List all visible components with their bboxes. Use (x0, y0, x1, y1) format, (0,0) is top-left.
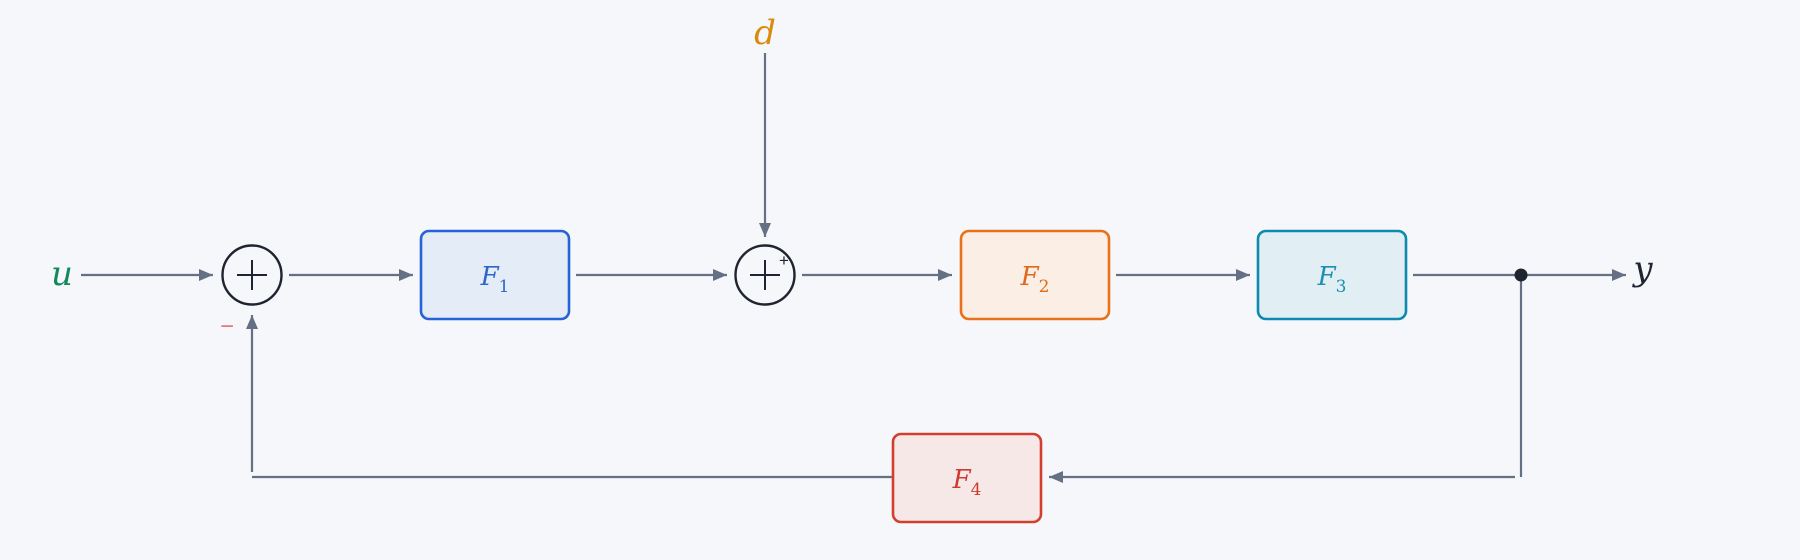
svg-text:F4: F4 (952, 465, 982, 500)
feedback-minus-sign: − (220, 313, 234, 340)
block-f3: F3 (1256, 229, 1408, 321)
block-f4: F4 (891, 432, 1043, 524)
input-signal-label: u (51, 254, 73, 294)
block-f4-letter: F (952, 465, 972, 495)
summing-junction-2 (734, 244, 796, 306)
block-f1: F1 (419, 229, 571, 321)
block-f2-letter: F (1020, 262, 1040, 292)
svg-text:F3: F3 (1317, 262, 1347, 297)
block-f3-subscript: 3 (1336, 277, 1347, 297)
block-f4-subscript: 4 (971, 480, 982, 500)
summing-junction-1 (221, 244, 283, 306)
svg-text:F1: F1 (480, 262, 510, 297)
wires (81, 53, 1626, 483)
block-f2: F2 (959, 229, 1111, 321)
branch-point (1514, 268, 1528, 282)
svg-text:F2: F2 (1020, 262, 1050, 297)
block-f2-subscript: 2 (1039, 277, 1050, 297)
output-signal-label: y (1631, 249, 1653, 289)
block-f1-subscript: 1 (499, 277, 510, 297)
disturbance-plus-sign: + (779, 251, 789, 270)
block-f3-letter: F (1317, 262, 1337, 292)
disturbance-signal-label: d (754, 13, 776, 53)
block-f1-letter: F (480, 262, 500, 292)
